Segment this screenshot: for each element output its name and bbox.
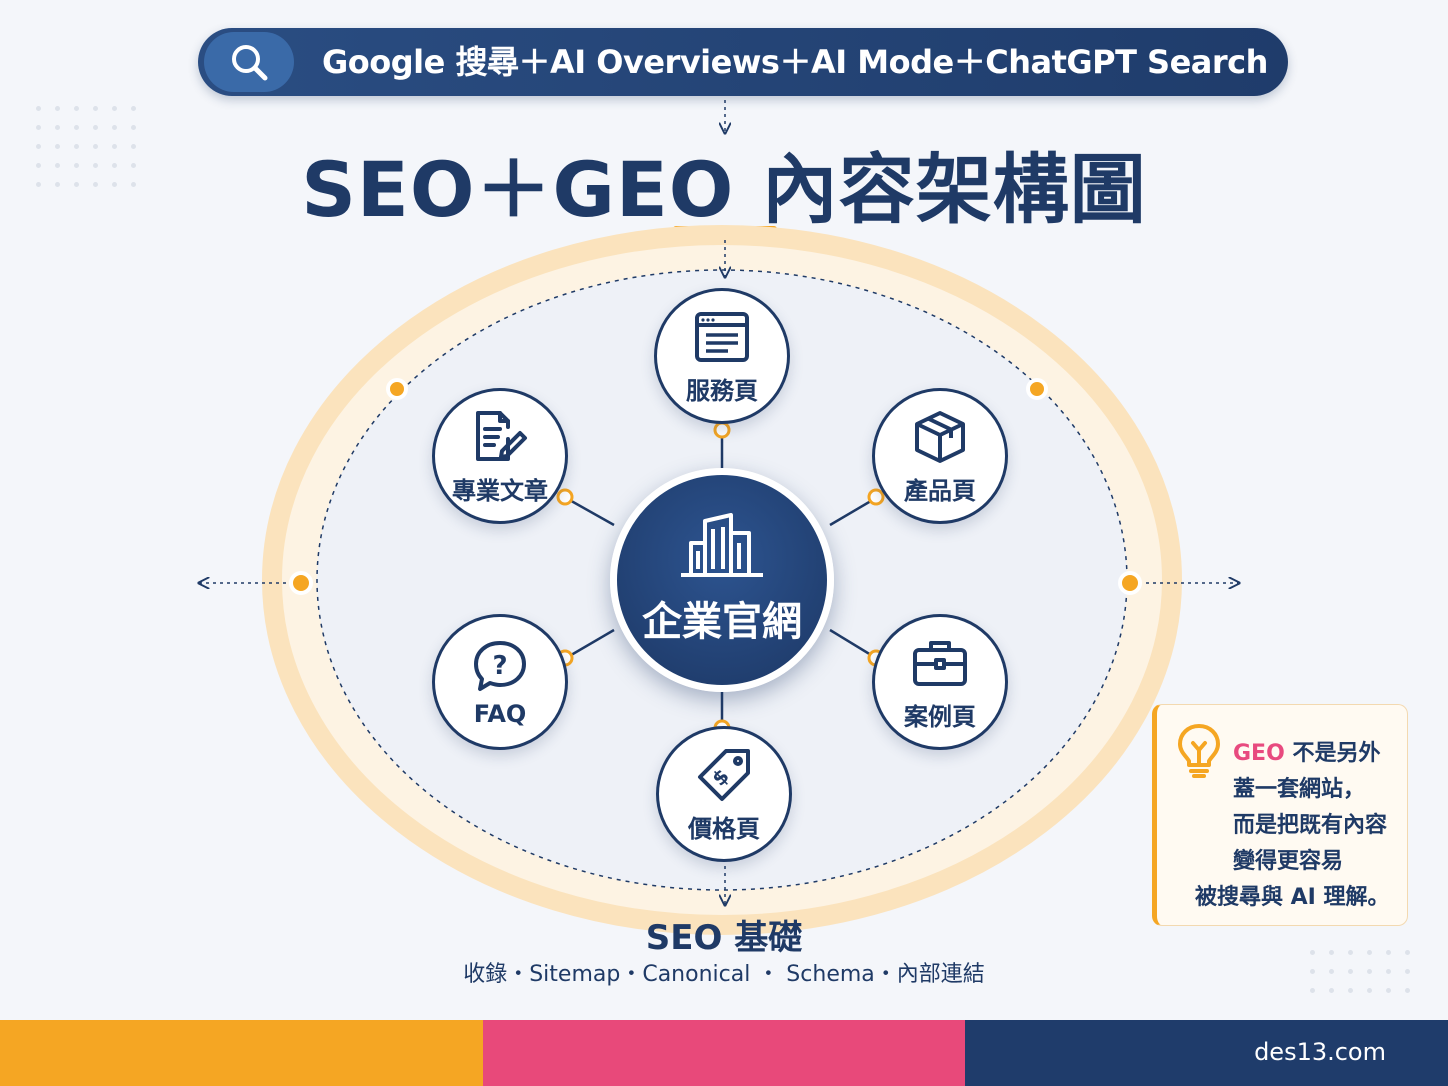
node-label: 價格頁 <box>688 814 760 843</box>
connector-case <box>829 628 877 660</box>
footer-orange-band <box>0 1020 483 1086</box>
geo-note-box: GEO 不是另外 蓋一套網站， 而是把既有內容 變得更容易 被搜尋與 AI 理解… <box>1152 704 1408 926</box>
node-label: FAQ <box>473 700 527 728</box>
lightbulb-icon <box>1177 723 1221 783</box>
site-domain: des13.com <box>1254 1038 1386 1066</box>
page-title: SEO＋GEO 內容架構圖 <box>301 145 1147 234</box>
ellipse-dot <box>289 571 313 595</box>
search-icon <box>204 32 294 92</box>
node-label: 服務頁 <box>686 376 758 405</box>
ellipse-dot <box>1118 571 1142 595</box>
question-bubble-icon: ? <box>470 636 530 696</box>
note-line-1: GEO 不是另外 <box>1233 741 1381 766</box>
note-line-3: 而是把既有內容 <box>1233 813 1388 838</box>
note-line-4: 變得更容易 <box>1233 849 1344 874</box>
briefcase-icon <box>910 633 970 693</box>
node-label: 專業文章 <box>452 476 548 505</box>
center-label: 企業官網 <box>642 599 802 645</box>
node-label: 案例頁 <box>904 702 976 731</box>
node-label: 產品頁 <box>904 476 976 505</box>
price-tag-icon: $ <box>694 745 754 805</box>
node-price-page: $ 價格頁 <box>656 726 792 862</box>
connector-product <box>829 496 877 527</box>
ellipse-dot <box>1026 378 1048 400</box>
connector-article <box>565 496 615 527</box>
node-articles: 專業文章 <box>432 388 568 524</box>
note-line-2: 蓋一套網站， <box>1233 777 1366 802</box>
connector-dot <box>556 488 574 506</box>
box-icon <box>910 407 970 467</box>
decorative-dots-bottom-right <box>1310 950 1410 993</box>
node-service-page: 服務頁 <box>654 288 790 424</box>
node-faq: ? FAQ <box>432 614 568 750</box>
search-bar: Google 搜尋＋AI Overviews＋AI Mode＋ChatGPT S… <box>198 28 1288 96</box>
seo-base-items: 收錄・Sitemap・Canonical ・ Schema・內部連結 <box>463 962 985 987</box>
note-line-5: 被搜尋與 AI 理解。 <box>1195 885 1390 910</box>
connector-dot <box>713 421 731 439</box>
ellipse-dot <box>386 378 408 400</box>
node-product-page: 產品頁 <box>872 388 1008 524</box>
center-node: 企業官網 <box>610 468 834 692</box>
node-case-page: 案例頁 <box>872 614 1008 750</box>
seo-base-title: SEO 基礎 <box>645 918 803 958</box>
footer-pink-band <box>482 1020 966 1086</box>
connector-faq <box>565 628 615 660</box>
decorative-dots-top-left <box>36 106 136 187</box>
note-highlight: GEO <box>1233 741 1285 766</box>
footer-color-bar <box>0 1020 1448 1086</box>
footer-navy-band <box>965 1020 1448 1086</box>
document-edit-icon <box>470 407 530 467</box>
browser-window-icon <box>692 307 752 367</box>
svg-text:?: ? <box>492 651 507 681</box>
search-bar-text: Google 搜尋＋AI Overviews＋AI Mode＋ChatGPT S… <box>322 43 1268 81</box>
connector-dot <box>867 488 885 506</box>
building-icon <box>677 513 767 583</box>
